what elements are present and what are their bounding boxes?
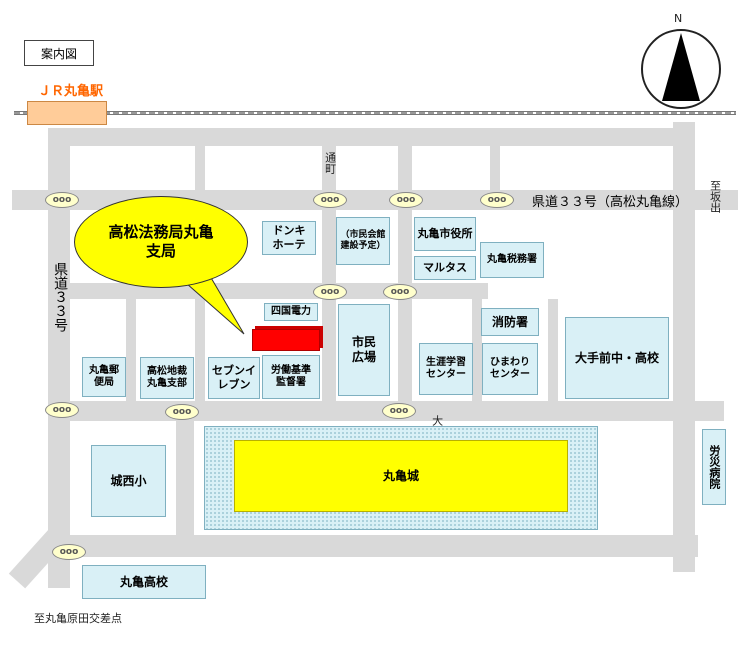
north-arrow-icon	[640, 28, 722, 110]
road-middle	[48, 283, 488, 299]
building-himawari-label: ひまわりセンター	[490, 356, 530, 381]
signal-marker: ooo	[480, 192, 514, 208]
building-marutas: マルタス	[414, 256, 476, 280]
road-lane-e	[472, 299, 482, 403]
building-labor-office: 労働基準監督署	[262, 355, 320, 399]
building-fire-station-label: 消防署	[491, 314, 528, 329]
road-north-edge	[48, 128, 693, 146]
road-dori	[322, 146, 336, 406]
railway-line	[14, 111, 736, 115]
building-civic-hall-label: （市民会館建設予定）	[340, 229, 386, 251]
north-label: N	[674, 12, 683, 25]
building-lifelong-center-label: 生涯学習センター	[426, 356, 466, 381]
castle-building: 丸亀城	[234, 440, 568, 512]
dori-label: 通町	[323, 152, 337, 174]
building-fire-station: 消防署	[481, 308, 539, 336]
building-city-office: 丸亀市役所	[414, 217, 476, 251]
road-east-vertical	[673, 122, 695, 572]
signal-marker: ooo	[52, 544, 86, 560]
target-office-marker	[252, 329, 320, 351]
map-title: 案内図	[24, 40, 94, 66]
building-rousai-hospital-label: 労災病院	[707, 445, 721, 489]
signal-marker: ooo	[45, 192, 79, 208]
building-post-office: 丸亀郵便局	[82, 357, 126, 397]
signal-marker: ooo	[389, 192, 423, 208]
jr-station-building	[27, 101, 107, 125]
callout-bubble: 高松法務局丸亀支局	[74, 196, 248, 288]
road-lane-c	[126, 299, 136, 403]
building-otemae-school-label: 大手前中・高校	[574, 350, 659, 365]
castle-label: 丸亀城	[382, 468, 419, 483]
signal-marker: ooo	[45, 402, 79, 418]
to-sakaide-label: 至坂出	[708, 180, 722, 213]
jr-station-label: ＪＲ丸亀駅	[38, 84, 104, 99]
callout-text: 高松法務局丸亀支局	[108, 222, 214, 261]
building-civic-plaza: 市民広場	[338, 304, 390, 396]
building-tax-office-label: 丸亀税務署	[487, 253, 537, 265]
building-post-office-label: 丸亀郵便局	[89, 364, 119, 389]
signal-marker: ooo	[313, 192, 347, 208]
road-lane-d	[195, 299, 205, 403]
building-shikoku-denryoku-label: 四国電力	[271, 305, 311, 317]
building-shikoku-denryoku: 四国電力	[264, 303, 318, 321]
building-seven-eleven-label: セブンイレブン	[212, 364, 256, 391]
building-local-court-label: 高松地裁丸亀支部	[147, 365, 187, 390]
building-otemae-school: 大手前中・高校	[565, 317, 669, 399]
road-route33-vertical	[48, 128, 70, 588]
building-donki: ドンキホーテ	[262, 221, 316, 255]
building-himawari: ひまわりセンター	[482, 343, 538, 395]
building-high-school-label: 丸亀高校	[119, 574, 168, 589]
to-harada-label: 至丸亀原田交差点	[34, 612, 122, 625]
building-civic-plaza-label: 市民広場	[351, 335, 376, 364]
building-high-school: 丸亀高校	[82, 565, 206, 599]
road-center-vertical	[398, 146, 412, 406]
building-lifelong-center: 生涯学習センター	[419, 343, 473, 395]
building-donki-label: ドンキホーテ	[272, 224, 306, 251]
building-tax-office: 丸亀税務署	[480, 242, 544, 278]
building-labor-office-label: 労働基準監督署	[271, 364, 311, 389]
building-josai-school-label: 城西小	[110, 473, 147, 488]
building-local-court: 高松地裁丸亀支部	[140, 357, 194, 399]
building-seven-eleven: セブンイレブン	[208, 357, 260, 399]
road-lane-b	[490, 146, 500, 192]
signal-marker: ooo	[165, 404, 199, 420]
building-josai-school: 城西小	[91, 445, 166, 517]
signal-marker: ooo	[383, 284, 417, 300]
road-west-inner-vertical	[176, 401, 194, 557]
road-bottom	[48, 535, 698, 557]
road-lane-a	[195, 146, 205, 192]
signal-marker: ooo	[382, 403, 416, 419]
map-title-text: 案内図	[40, 46, 77, 61]
building-city-office-label: 丸亀市役所	[417, 227, 473, 241]
road-lane-f	[548, 299, 558, 403]
building-marutas-label: マルタス	[423, 261, 467, 275]
route33-vertical-label: 県道３３号	[52, 262, 69, 332]
building-civic-hall: （市民会館建設予定）	[336, 217, 390, 265]
building-rousai-hospital: 労災病院	[702, 429, 726, 505]
signal-marker: ooo	[313, 284, 347, 300]
route33-horizontal-label: 県道３３号（高松丸亀線）	[532, 195, 689, 210]
